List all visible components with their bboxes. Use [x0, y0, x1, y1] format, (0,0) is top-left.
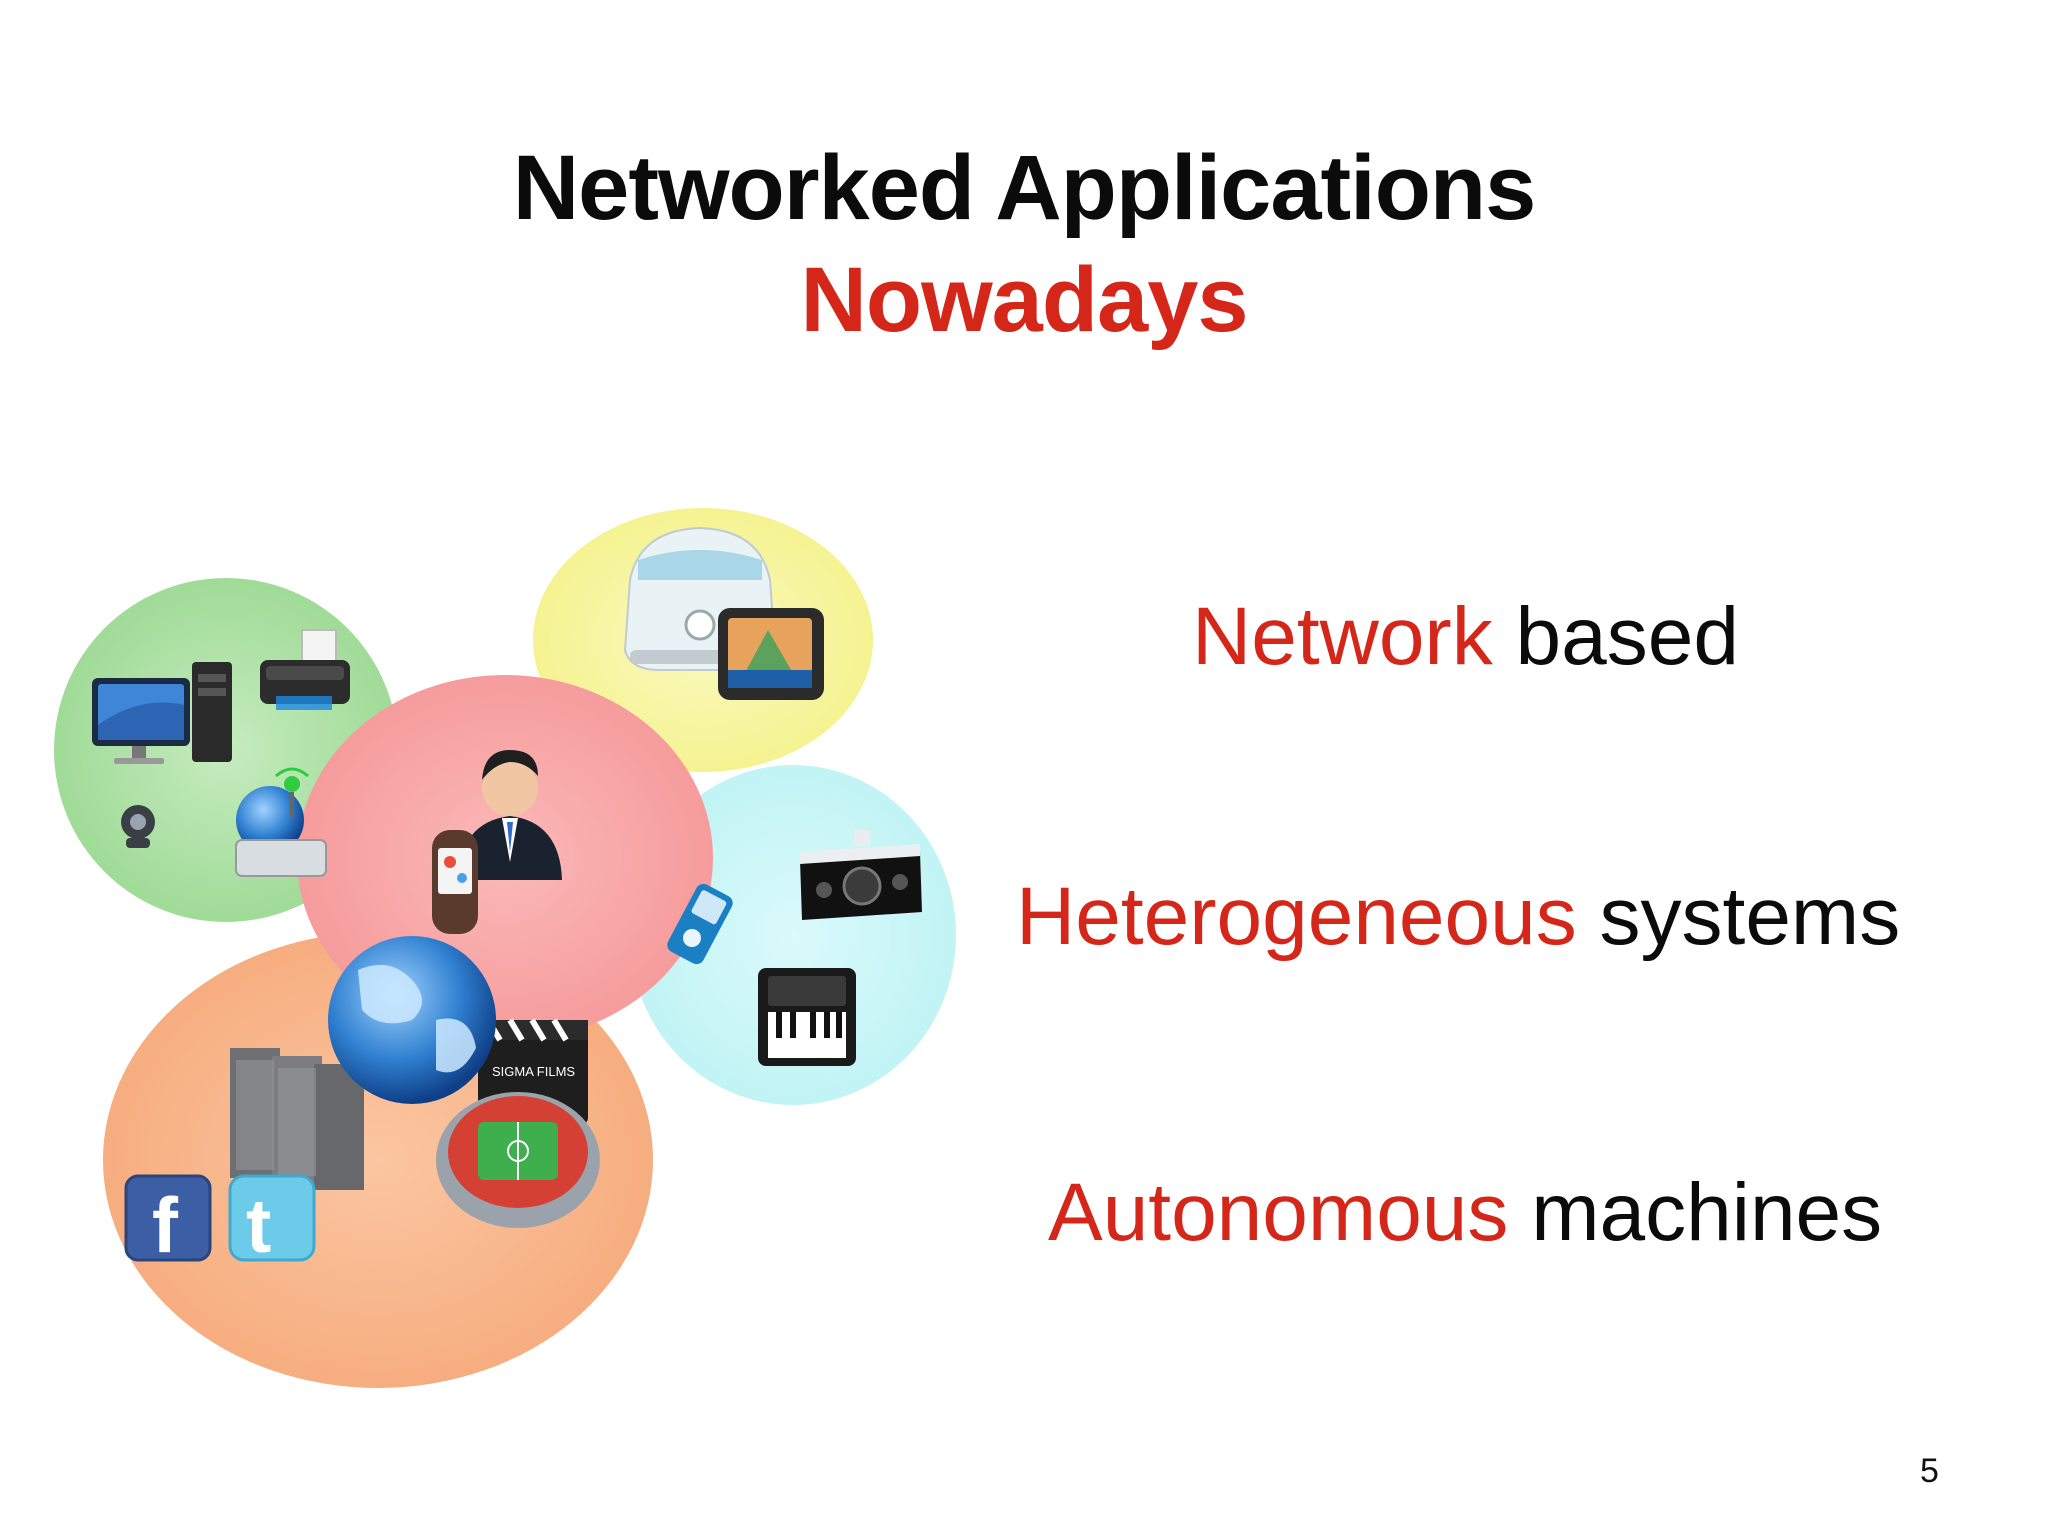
printer-icon — [260, 629, 350, 710]
server-rack-icon — [230, 1048, 364, 1190]
gps-navigator-icon — [718, 608, 824, 700]
stadium-icon — [436, 1092, 600, 1228]
bullet-autonomous-machines: Autonomous machines — [1048, 1172, 1882, 1254]
twitter-icon: t — [228, 1174, 316, 1269]
webcam-icon — [121, 805, 155, 848]
speaker-dock-icon — [800, 830, 922, 920]
network-clusters-graphic: SIGMA FILMS f t — [54, 508, 956, 1388]
businessman-icon — [458, 750, 562, 880]
piano-keyboard-icon — [758, 968, 856, 1066]
mobile-phone-icon — [432, 830, 478, 934]
bullet-text: systems — [1599, 871, 1901, 962]
network-illustration: SIGMA FILMS f t — [40, 500, 970, 1400]
slide-title: Networked Applications — [512, 137, 1537, 239]
svg-text:t: t — [246, 1184, 271, 1269]
desktop-computer-icon — [92, 662, 232, 764]
bullet-accent: Heterogeneous — [1016, 871, 1577, 962]
bullet-text: based — [1515, 591, 1739, 682]
slide-subtitle: Nowadays — [800, 249, 1248, 351]
facebook-icon: f — [124, 1174, 212, 1269]
wifi-router-icon — [235, 767, 327, 877]
globe-icon — [328, 936, 496, 1104]
ipod-icon — [667, 883, 733, 965]
page-number: 5 — [1920, 1452, 1939, 1490]
clapperboard-text: SIGMA FILMS — [492, 1064, 575, 1079]
bullet-network-based: Network based — [1192, 596, 1739, 678]
bullet-accent: Autonomous — [1048, 1167, 1509, 1258]
svg-text:f: f — [152, 1181, 179, 1269]
bullet-accent: Network — [1192, 591, 1493, 682]
bullet-heterogeneous-systems: Heterogeneous systems — [1016, 876, 1900, 958]
bullet-text: machines — [1531, 1167, 1883, 1258]
